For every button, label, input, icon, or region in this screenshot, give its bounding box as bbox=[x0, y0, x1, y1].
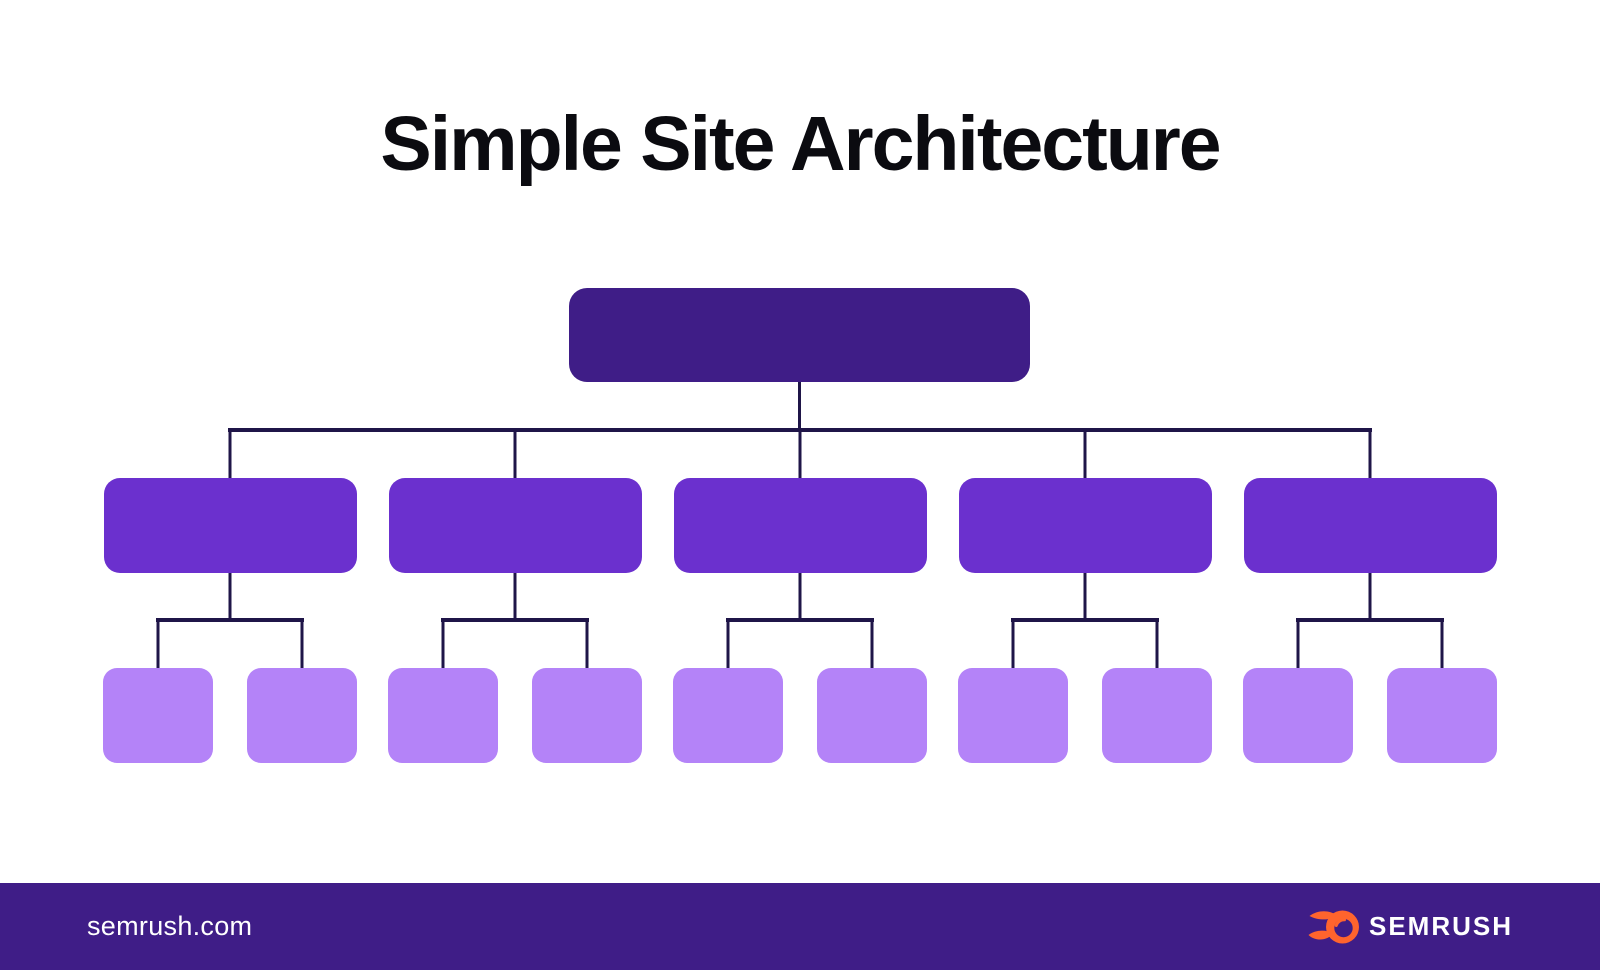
subpage-node bbox=[388, 668, 498, 763]
subpage-node bbox=[532, 668, 642, 763]
subpage-node bbox=[958, 668, 1068, 763]
category-page-node bbox=[388, 478, 642, 573]
subpage-node bbox=[247, 668, 357, 763]
footer-bar: semrush.com SEMRUSH bbox=[0, 883, 1600, 970]
subpage-node bbox=[673, 668, 783, 763]
category-page-node bbox=[103, 478, 357, 573]
semrush-comet-icon bbox=[1308, 910, 1359, 943]
footer-url: semrush.com bbox=[87, 911, 253, 941]
semrush-logo: SEMRUSH bbox=[1308, 908, 1513, 946]
subpage-node bbox=[103, 668, 213, 763]
homepage-node bbox=[569, 288, 1030, 382]
subpage-node bbox=[1102, 668, 1212, 763]
subpage-node bbox=[1387, 668, 1497, 763]
category-page-node bbox=[1243, 478, 1497, 573]
subpage-node bbox=[817, 668, 927, 763]
subpage-node bbox=[1243, 668, 1353, 763]
category-page-node bbox=[673, 478, 927, 573]
page-title: Simple Site Architecture bbox=[380, 101, 1221, 187]
category-page-node bbox=[958, 478, 1212, 573]
semrush-logo-text: SEMRUSH bbox=[1368, 911, 1513, 941]
